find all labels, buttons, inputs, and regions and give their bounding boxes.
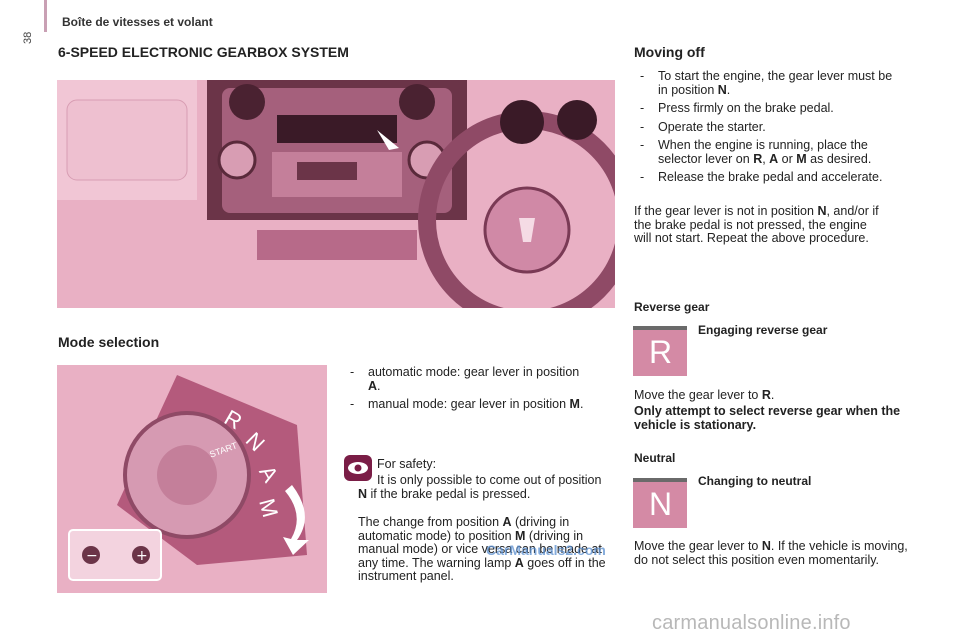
moving-off-item-4: When the engine is running, place the se…: [634, 138, 904, 166]
moving-off-item-3: Operate the starter.: [634, 120, 904, 135]
dashboard-illustration: [57, 80, 615, 308]
mode-item-auto: automatic mode: gear lever in position A…: [344, 365, 589, 393]
moving-off-item-2: Press firmly on the brake pedal.: [634, 101, 904, 116]
reverse-warning: Only attempt to select reverse gear when…: [634, 404, 901, 432]
eye-warning-icon: [344, 455, 372, 481]
moving-off-title: Moving off: [634, 44, 705, 60]
dashboard-photo: [57, 80, 615, 308]
gear-lever-illustration: − +: [57, 365, 327, 593]
main-title: 6-SPEED ELECTRONIC GEARBOX SYSTEM: [58, 44, 349, 60]
reverse-gear-icon: R: [633, 326, 687, 376]
moving-off-item-1: To start the engine, the gear lever must…: [634, 69, 904, 97]
section-title: Boîte de vitesses et volant: [62, 15, 213, 29]
changing-neutral-subtitle: Changing to neutral: [698, 474, 812, 488]
moving-off-list: To start the engine, the gear lever must…: [634, 69, 904, 190]
safety-title: For safety:: [377, 457, 437, 471]
safety-paragraph-1: It is only possible to come out of posit…: [358, 473, 602, 501]
mode-item-manual: manual mode: gear lever in position M.: [344, 397, 589, 412]
engaging-reverse-subtitle: Engaging reverse gear: [698, 323, 828, 337]
reverse-gear-title: Reverse gear: [634, 300, 710, 314]
mode-selection-title: Mode selection: [58, 334, 160, 350]
minus-paddle-icon: −: [86, 548, 98, 564]
moving-off-note: If the gear lever is not in position N, …: [634, 204, 879, 245]
gear-lever-photo: − + R N A M START: [57, 365, 327, 593]
safety-paragraph-2: The change from position A (driving in a…: [358, 515, 606, 583]
reverse-icon-letter: R: [649, 334, 673, 370]
neutral-gear-icon: N: [633, 478, 687, 528]
moving-off-item-5: Release the brake pedal and accelerate.: [634, 170, 904, 185]
reverse-instruction: Move the gear lever to R.: [634, 388, 775, 402]
page-margin-bar: [44, 0, 47, 32]
neutral-instruction: Move the gear lever to N. If the vehicle…: [634, 539, 908, 567]
page-number: 38: [22, 31, 34, 44]
footer-watermark: carmanualsonline.info: [652, 612, 851, 634]
plus-paddle-icon: +: [136, 548, 148, 564]
neutral-title: Neutral: [634, 451, 676, 465]
neutral-icon-letter: N: [649, 486, 673, 522]
watermark: CarManuals2.com: [486, 542, 606, 558]
mode-list: automatic mode: gear lever in position A…: [344, 365, 589, 417]
